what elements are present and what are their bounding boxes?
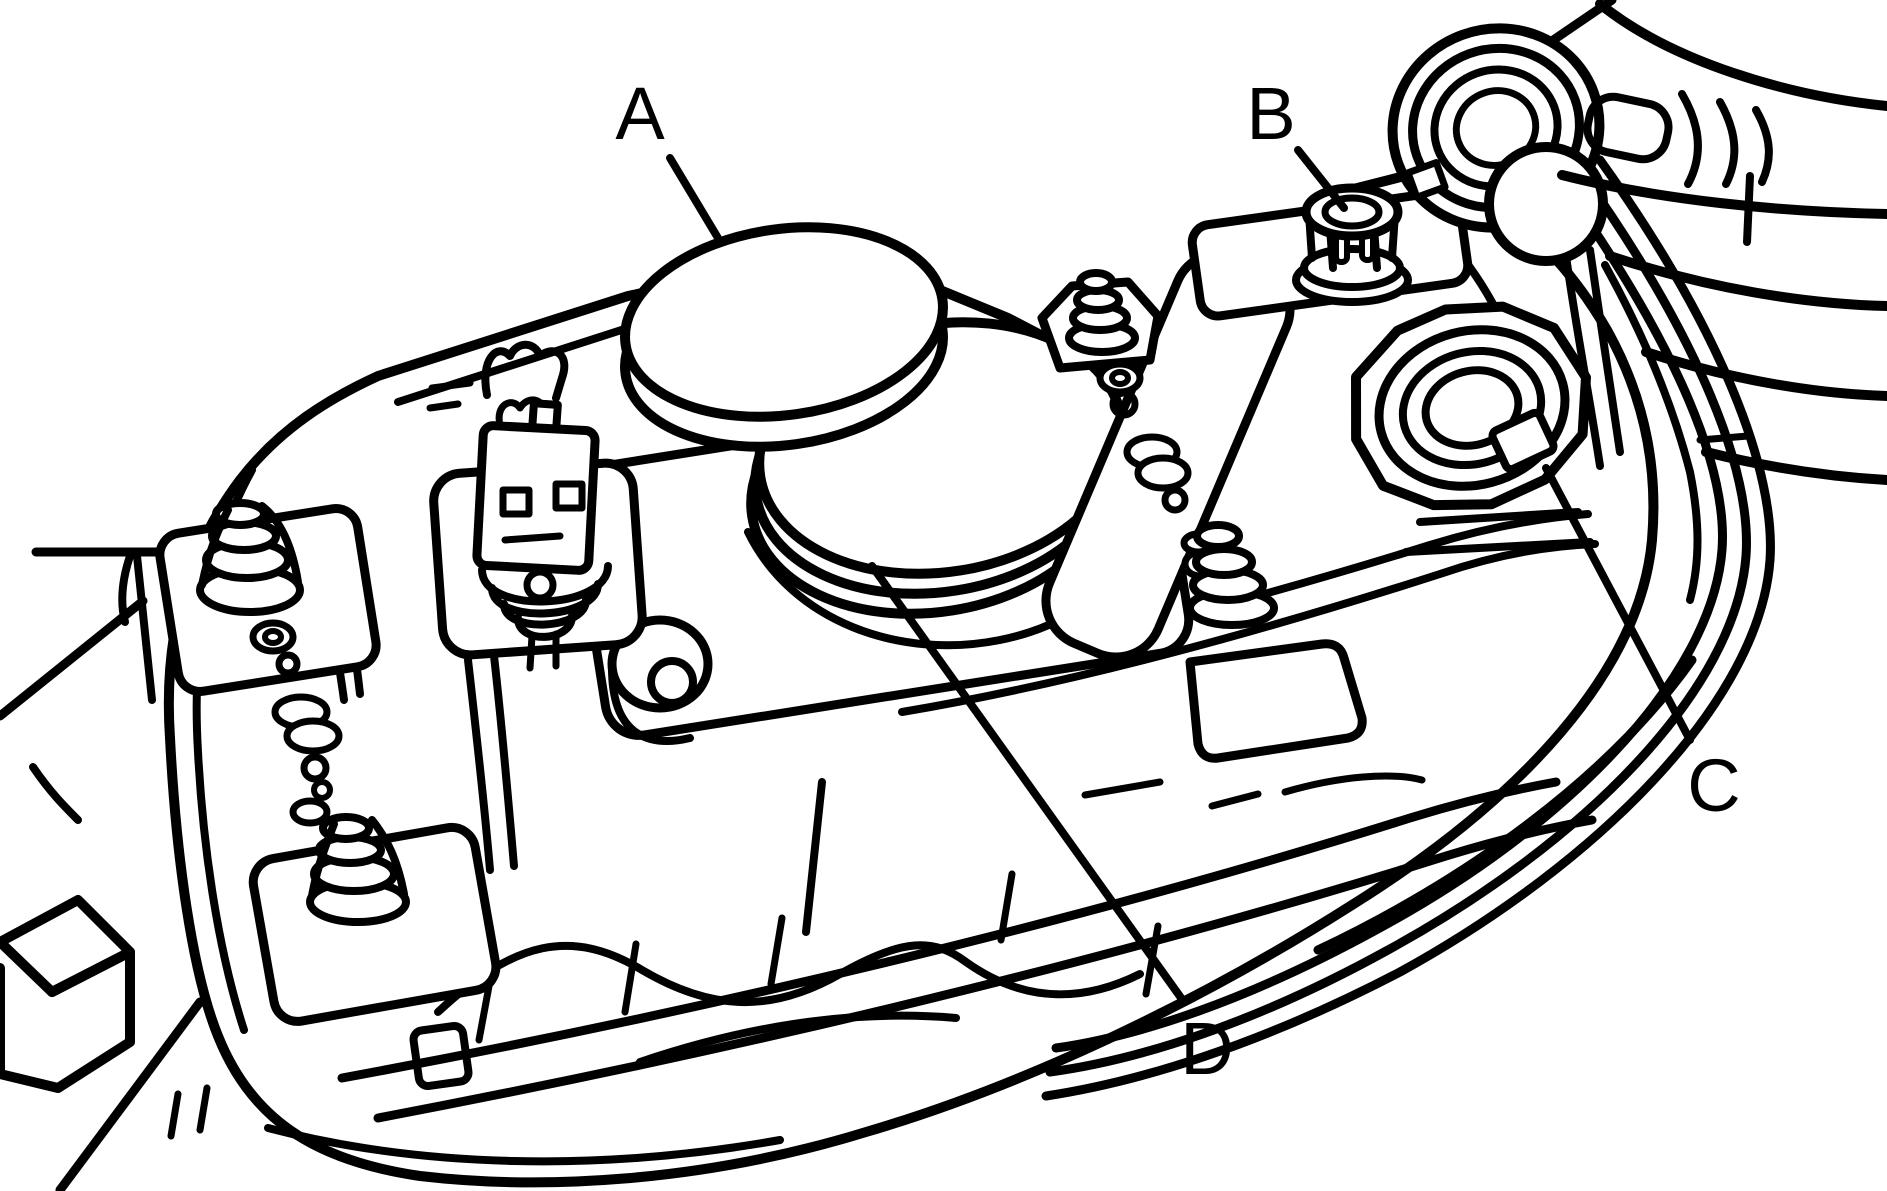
- hex-cap-top-hole: [1321, 194, 1383, 230]
- flange-tab-hole: [409, 1021, 473, 1091]
- callout-label-a: A: [615, 72, 665, 155]
- callout-labels: A B C D: [615, 72, 1740, 1090]
- hand-with-bulb: [1387, 0, 1887, 485]
- rim-band-line-1: [1041, 155, 1775, 1101]
- body-diagonal-lower: [55, 997, 205, 1191]
- lens-rim-band: [1041, 155, 1775, 1101]
- boss-side: [608, 664, 694, 745]
- finger-top-edge: [1595, 0, 1887, 111]
- flange-line-1: [337, 777, 1561, 1083]
- connector-hole-left: [499, 486, 533, 518]
- left-spring-coil-2: [283, 717, 343, 755]
- cap-a-assembly: [620, 222, 948, 452]
- right-circle-1: [1109, 389, 1139, 419]
- bottom-tiny-circle: [311, 779, 333, 801]
- finger-creases: [1678, 90, 1773, 246]
- reflector-contour-2: [636, 1011, 960, 1066]
- connector-dashes: [426, 379, 474, 412]
- ledge-line-2: [898, 540, 1599, 716]
- left-washer-hole: [262, 628, 284, 646]
- callout-label-b: B: [1246, 72, 1295, 155]
- fingernail: [1583, 92, 1673, 164]
- body-box-front-face: [0, 947, 135, 1093]
- right-circle-2: [1161, 486, 1189, 514]
- callout-label-d: D: [1180, 1007, 1233, 1090]
- shell-dashes: [1081, 772, 1426, 810]
- body-box-top-face: [0, 895, 135, 997]
- removed-socket-notch: [1404, 159, 1449, 201]
- right-washer-1-hole: [1109, 369, 1131, 387]
- left-washer: [249, 619, 297, 655]
- right-bolt-bracket: [1037, 248, 1295, 662]
- hex-cap-top: [1301, 183, 1403, 241]
- left-bolt-bracket: [155, 499, 381, 783]
- socket-terminal-lines: [1562, 246, 1624, 470]
- body-curve-small: [29, 763, 82, 824]
- leader-d: [868, 562, 1188, 1006]
- finger-2: [1605, 251, 1887, 311]
- bottom-left-bolt-bracket: [248, 779, 501, 1026]
- right-boot-ring-3: [1192, 545, 1256, 579]
- callout-leaders: [666, 146, 1694, 1006]
- adjuster-boss: [607, 615, 713, 745]
- hex-cap-facets: [1305, 210, 1399, 272]
- retainer-clip: [481, 340, 569, 402]
- boss-inner-hole: [647, 657, 697, 707]
- lower-tower: [1185, 639, 1367, 763]
- vertical-creases: [464, 652, 826, 936]
- body-diagonal-line: [0, 596, 148, 721]
- callout-label-c: C: [1687, 744, 1740, 827]
- left-small-circle: [275, 651, 301, 677]
- connector-boot-rings: [478, 562, 612, 641]
- bottom-washer: [289, 797, 331, 827]
- rim-band-line-4: [1313, 655, 1697, 955]
- bottom-inner-line: [264, 1124, 784, 1166]
- connector-boot-stub: [526, 630, 560, 672]
- body-vertical-lines: [118, 552, 156, 704]
- leader-c: [1542, 464, 1694, 744]
- connector-body: [472, 421, 600, 575]
- vent-cap-b: [1187, 183, 1473, 321]
- reflector-contour-1: [434, 941, 1144, 1016]
- left-boot-sides: [198, 502, 302, 589]
- bottom-boot-sides: [308, 816, 408, 900]
- socket-pocket-lines: [1402, 508, 1594, 556]
- finger-3: [1641, 347, 1887, 401]
- finger-4: [1701, 447, 1887, 485]
- connector-assembly: [426, 340, 647, 672]
- leader-b: [1294, 146, 1348, 212]
- socket-key-tab: [1488, 408, 1558, 474]
- cap-a-round-cover: [620, 222, 948, 422]
- left-spring-end: [300, 753, 330, 783]
- hex-cap-base: [1300, 245, 1404, 291]
- vent-boot-top: [1076, 269, 1116, 295]
- flange-tab-dash: [420, 1053, 456, 1066]
- rim-band-line-2: [1045, 171, 1751, 1077]
- connector-hole-right: [552, 480, 586, 512]
- right-crease: [1601, 261, 1702, 604]
- connector-slot: [501, 532, 564, 544]
- right-boot-top: [1193, 521, 1243, 551]
- bulb-glass: [1484, 142, 1608, 266]
- right-spring-coil-2: [1134, 454, 1192, 492]
- finger-under-edge: [1557, 170, 1887, 219]
- connector-star-washer: [523, 568, 557, 602]
- leader-a: [666, 154, 722, 242]
- right-washer-1: [1096, 360, 1144, 396]
